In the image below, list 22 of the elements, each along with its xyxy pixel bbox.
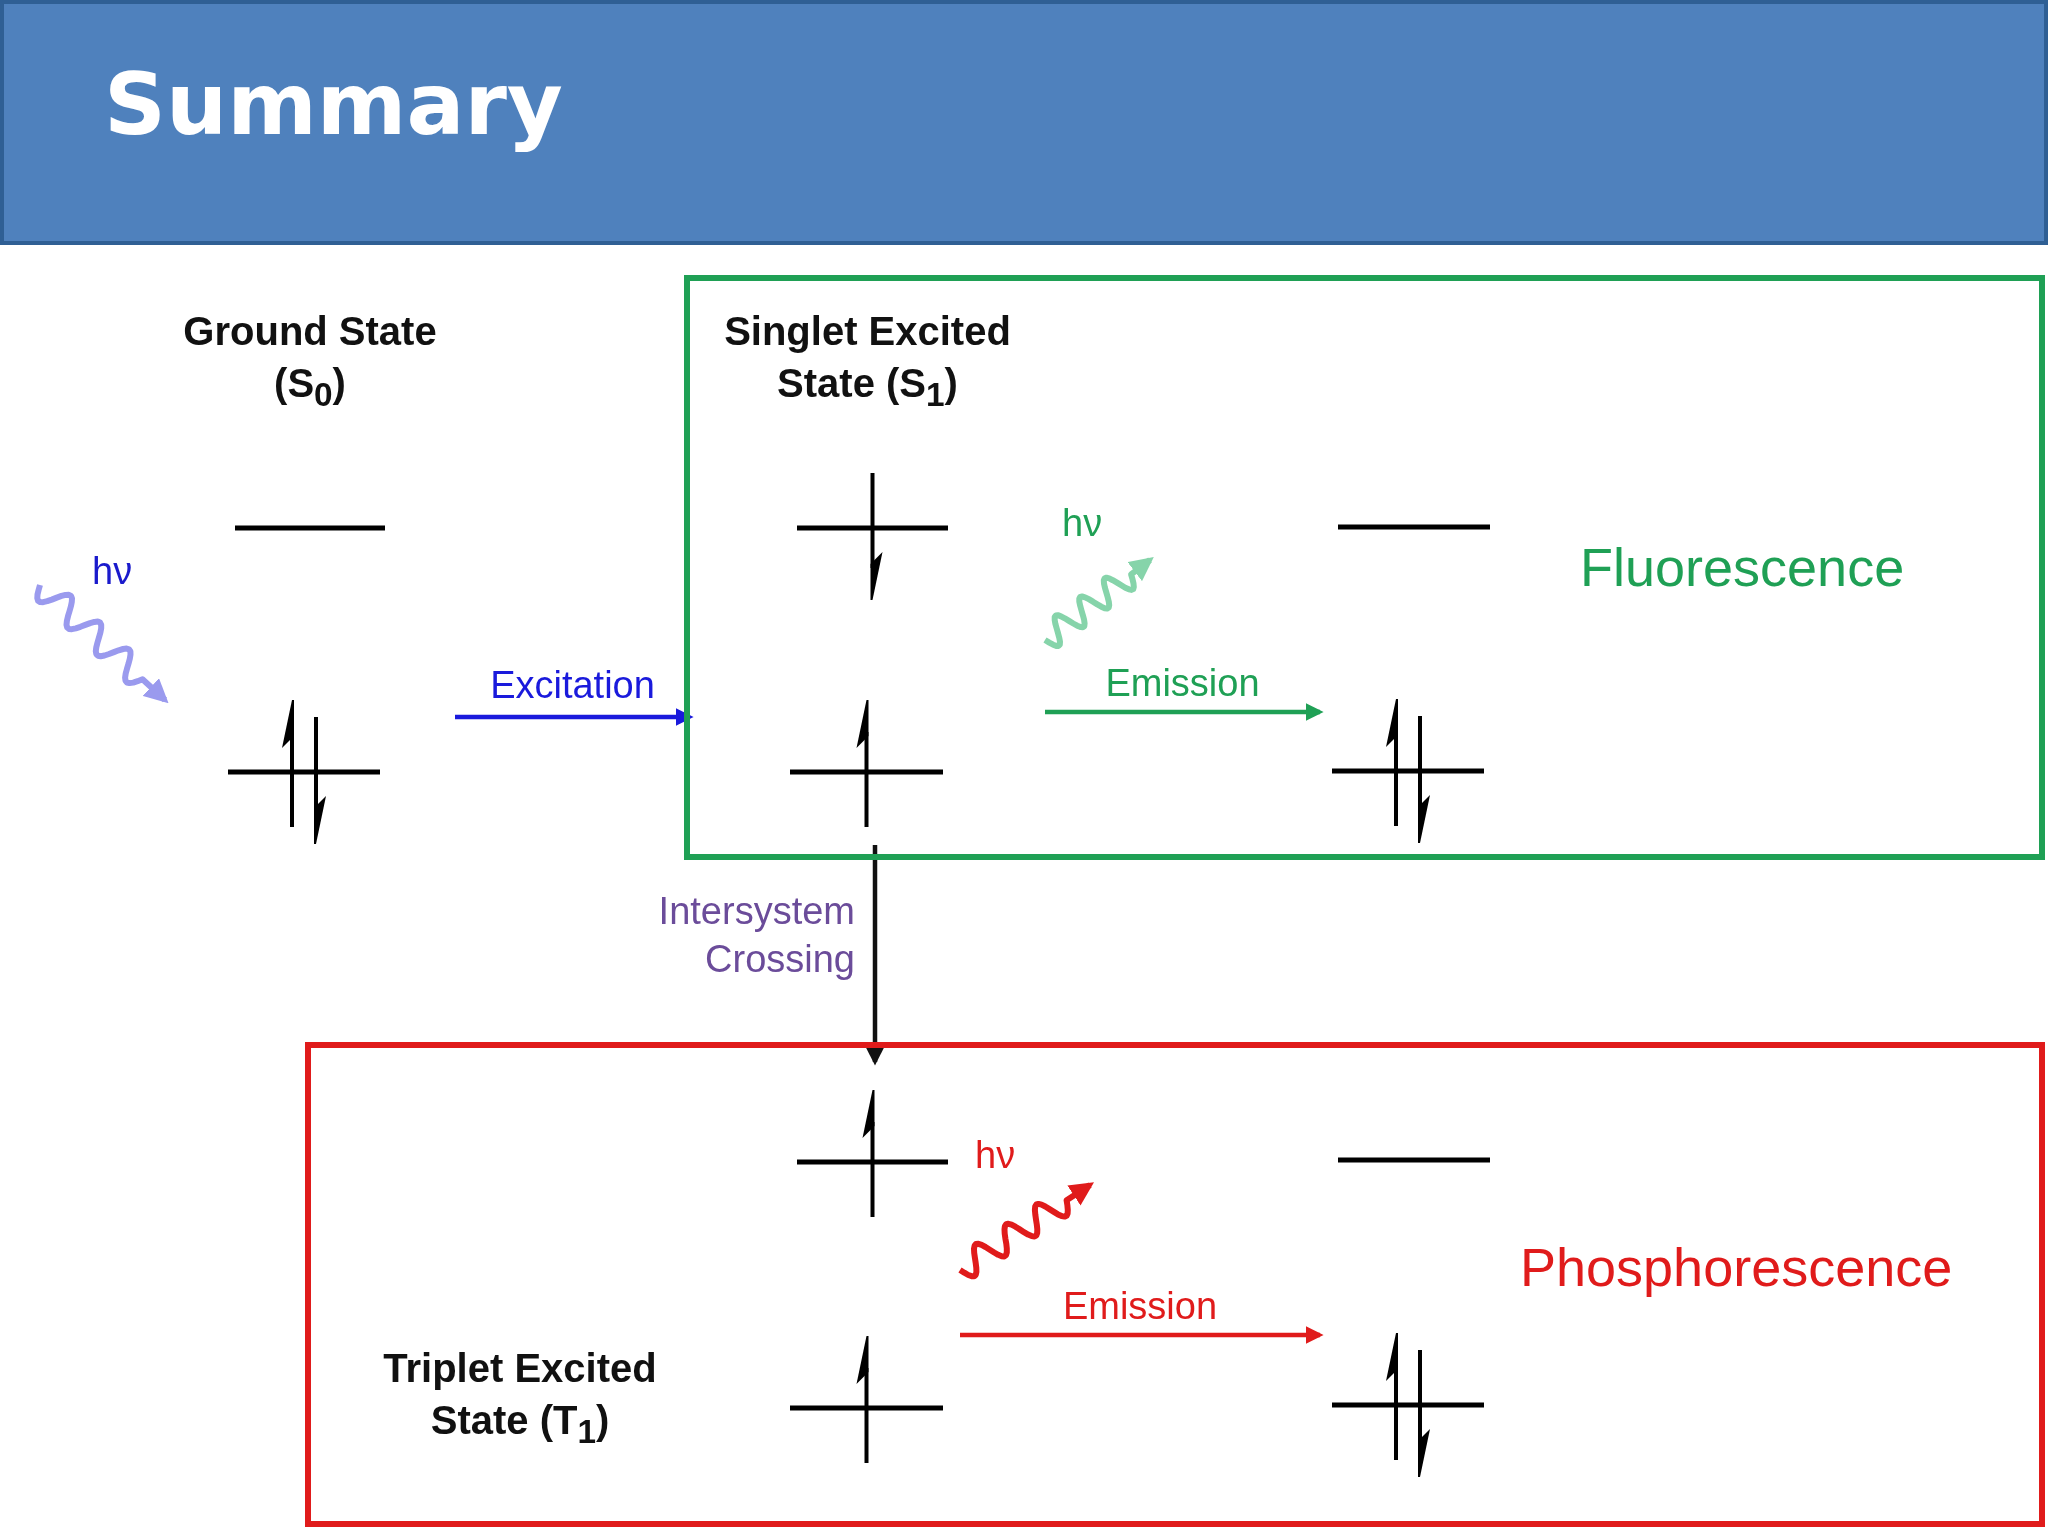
photon-arrow [1043,557,1154,649]
state-title: Triplet Excited State (T$_{1}$) [382,1345,658,1452]
arrow [1045,703,1324,721]
slide-title: Summary [104,54,563,154]
edge-label: hν [92,549,134,594]
photon-arrow [34,584,169,704]
edge-label: Excitation [489,663,656,708]
region-frame [305,1042,2045,1527]
photon-arrow [958,1182,1094,1280]
process-label: Fluorescence [1580,536,1906,599]
arrow [960,1326,1324,1344]
arrow [455,708,694,726]
region-frame [684,275,2045,860]
edge-label: Intersystem Crossing [657,889,855,982]
process-label: Phosphorescence [1520,1236,1954,1299]
edge-label: Emission [1061,1284,1219,1329]
state-title: Singlet Excited State (S$_{1}$) [723,308,1012,415]
edge-label: hν [975,1133,1017,1178]
edge-label: Emission [1104,661,1261,706]
edge-label: hν [1062,501,1104,546]
arrow [866,845,884,1066]
state-title: Ground State (S$_{0}$) [182,308,438,415]
